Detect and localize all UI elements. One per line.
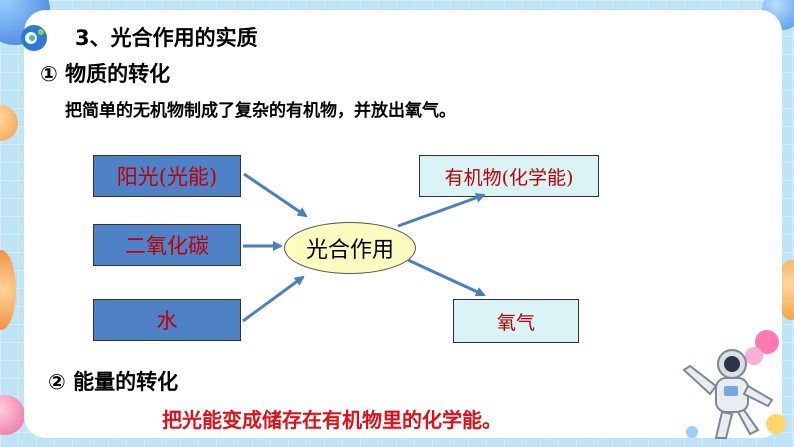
input-label: 二氧化碳 xyxy=(125,234,209,258)
input-box-co2: 二氧化碳 xyxy=(93,224,241,266)
section-description: 把简单的无机物制成了复杂的有机物，并放出氧气。 xyxy=(65,101,456,121)
arrow-water xyxy=(242,275,305,323)
process-label: 光合作用 xyxy=(305,238,394,263)
output-box-organic: 有机物(化学能) xyxy=(419,155,599,197)
logo-icon xyxy=(21,25,47,51)
output-label: 氧气 xyxy=(496,311,535,334)
energy-conversion-statement: 把光能变成储存在有机物里的化学能。 xyxy=(162,408,502,432)
input-box-water: 水 xyxy=(93,299,241,341)
output-label: 有机物(化学能) xyxy=(444,166,574,189)
input-label: 阳光(光能) xyxy=(116,165,218,189)
arrow-oxygen xyxy=(407,258,486,297)
astronaut-illustration xyxy=(682,330,786,439)
output-box-oxygen: 氧气 xyxy=(453,299,579,343)
arrow-organic xyxy=(397,193,486,228)
page-title: 3、光合作用的实质 xyxy=(75,26,258,50)
arrow-sunlight xyxy=(243,172,308,218)
planet-decoration xyxy=(0,105,18,141)
section-heading-material: ① 物质的转化 xyxy=(40,62,171,86)
planet-decoration xyxy=(0,250,16,330)
section-heading-energy: ② 能量的转化 xyxy=(48,370,179,394)
process-ellipse: 光合作用 xyxy=(284,222,416,274)
input-label: 水 xyxy=(156,309,178,333)
input-box-sunlight: 阳光(光能) xyxy=(93,155,241,197)
